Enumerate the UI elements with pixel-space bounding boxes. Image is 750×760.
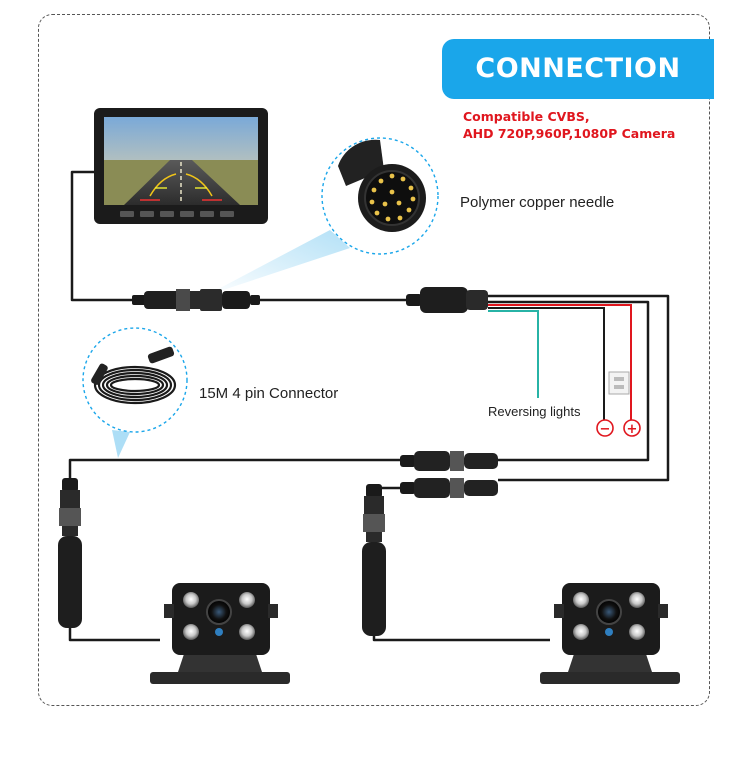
left-camera-cable-plug [58,478,82,628]
power-plug [608,371,630,395]
connector-callout-beam [112,430,130,458]
copper-pins [369,173,416,222]
negative-terminal: − [596,419,614,437]
needle-callout [321,137,439,255]
compatibility-note: Compatible CVBS, AHD 720P,960P,1080P Cam… [463,108,675,142]
power-wires [488,304,632,420]
monitor [94,108,268,224]
needle-label: Polymer copper needle [460,194,615,211]
inline-connector [132,289,260,311]
cable-coil [93,365,177,405]
svg-text:−: − [600,422,611,437]
left-camera [150,583,290,684]
connection-banner: CONNECTION [442,39,714,99]
needle-callout-beam [205,230,350,296]
compatibility-line-1: Compatible CVBS, [463,109,590,124]
reversing-lights-label: Reversing lights [488,404,581,419]
camera-coupler-bottom [400,478,498,498]
connector-label: 15M 4 pin Connector [199,385,339,402]
right-camera-cable-plug [362,484,386,636]
positive-terminal: + [623,419,641,437]
splitter-box [406,287,488,313]
right-camera [540,583,680,684]
compatibility-line-2: AHD 720P,960P,1080P Camera [463,126,676,141]
svg-text:+: + [627,422,638,437]
camera-coupler-top [400,451,498,471]
cable-callout [82,327,188,433]
dashed-frame [38,14,710,706]
